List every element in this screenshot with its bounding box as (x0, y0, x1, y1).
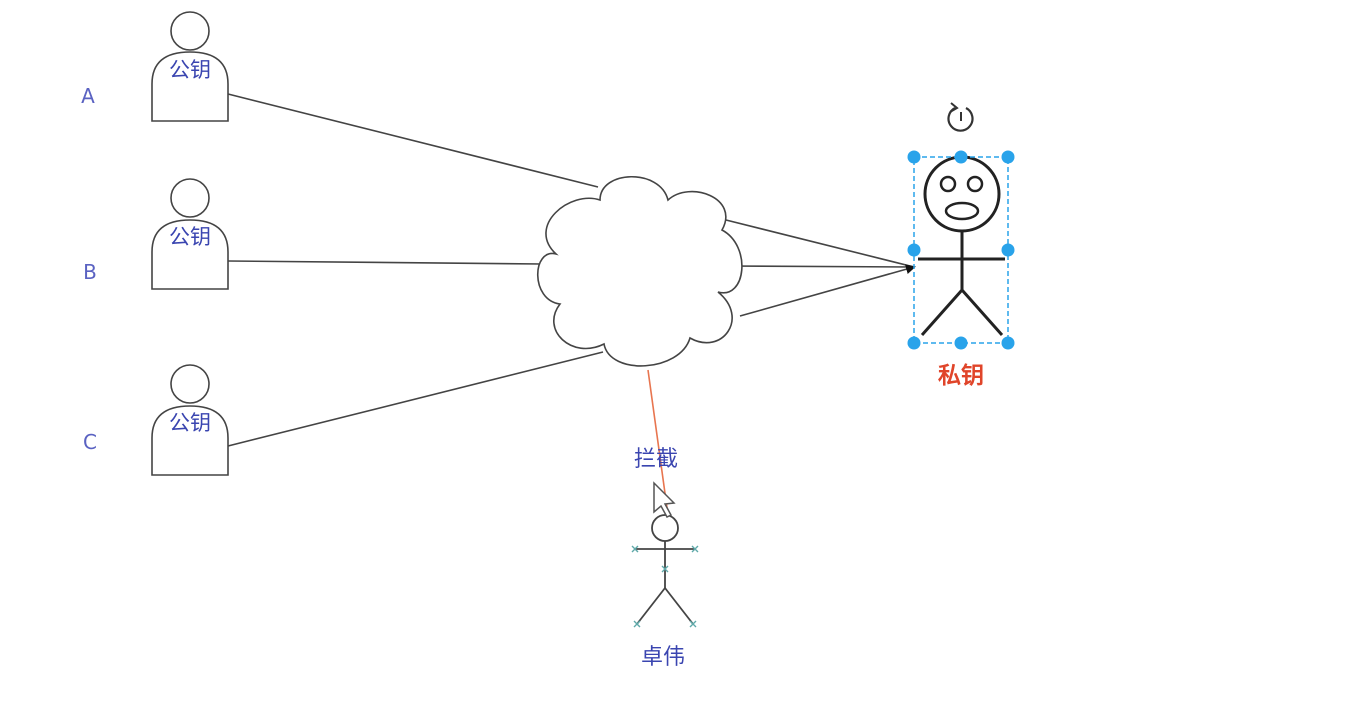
public-key-label: 公钥 (169, 58, 211, 82)
rotate-handle-icon[interactable] (947, 102, 974, 132)
user-letter-c: C (83, 430, 97, 454)
attacker-figure[interactable] (631, 514, 699, 628)
user-a[interactable]: 公钥 (151, 11, 229, 122)
connector-cloud-receiver-1[interactable] (725, 219, 915, 268)
connector-cloud-receiver-2[interactable] (723, 265, 915, 268)
receiver-right-leg (960, 289, 1004, 336)
cloud-icon[interactable] (537, 175, 743, 367)
attacker-connection-points[interactable] (631, 545, 699, 628)
user-head-icon (170, 364, 210, 404)
resize-handle-middle-left[interactable] (907, 243, 921, 257)
selection-box[interactable] (907, 150, 1015, 350)
user-letter-b: B (83, 260, 97, 284)
interceptor-line[interactable] (647, 369, 669, 516)
user-head-icon (170, 178, 210, 218)
receiver-mouth-icon (944, 201, 980, 221)
receiver-right-eye-icon (966, 175, 984, 193)
attacker-right-leg (664, 587, 694, 625)
resize-handle-top-right[interactable] (1001, 150, 1015, 164)
connector-cloud-receiver-3[interactable] (739, 264, 916, 317)
resize-handle-bottom-left[interactable] (907, 336, 921, 350)
user-body-icon (151, 405, 229, 476)
connector-a-cloud[interactable] (227, 93, 599, 188)
user-body-icon (151, 219, 229, 290)
public-key-label: 公钥 (169, 411, 211, 435)
resize-handle-top-middle[interactable] (954, 150, 968, 164)
attacker-head-icon (651, 514, 679, 542)
attacker-name-label: 卓伟 (641, 645, 685, 670)
intercept-label: 拦截 (634, 447, 678, 472)
resize-handle-top-left[interactable] (907, 150, 921, 164)
receiver-figure[interactable] (918, 155, 1005, 336)
user-b[interactable]: 公钥 (151, 178, 229, 290)
connector-c-cloud[interactable] (227, 351, 604, 447)
user-body-icon (151, 51, 229, 122)
receiver-left-eye-icon (939, 175, 957, 193)
user-letter-a: A (81, 84, 95, 108)
public-key-label: 公钥 (169, 225, 211, 249)
user-c[interactable]: 公钥 (151, 364, 229, 476)
mouse-cursor-icon (653, 481, 676, 518)
resize-handle-bottom-right[interactable] (1001, 336, 1015, 350)
connector-b-cloud[interactable] (227, 260, 543, 265)
private-key-label: 私钥 (938, 362, 984, 389)
resize-handle-middle-right[interactable] (1001, 243, 1015, 257)
user-head-icon (170, 11, 210, 51)
receiver-left-leg (920, 289, 964, 336)
attacker-left-leg (636, 587, 666, 625)
resize-handle-bottom-middle[interactable] (954, 336, 968, 350)
